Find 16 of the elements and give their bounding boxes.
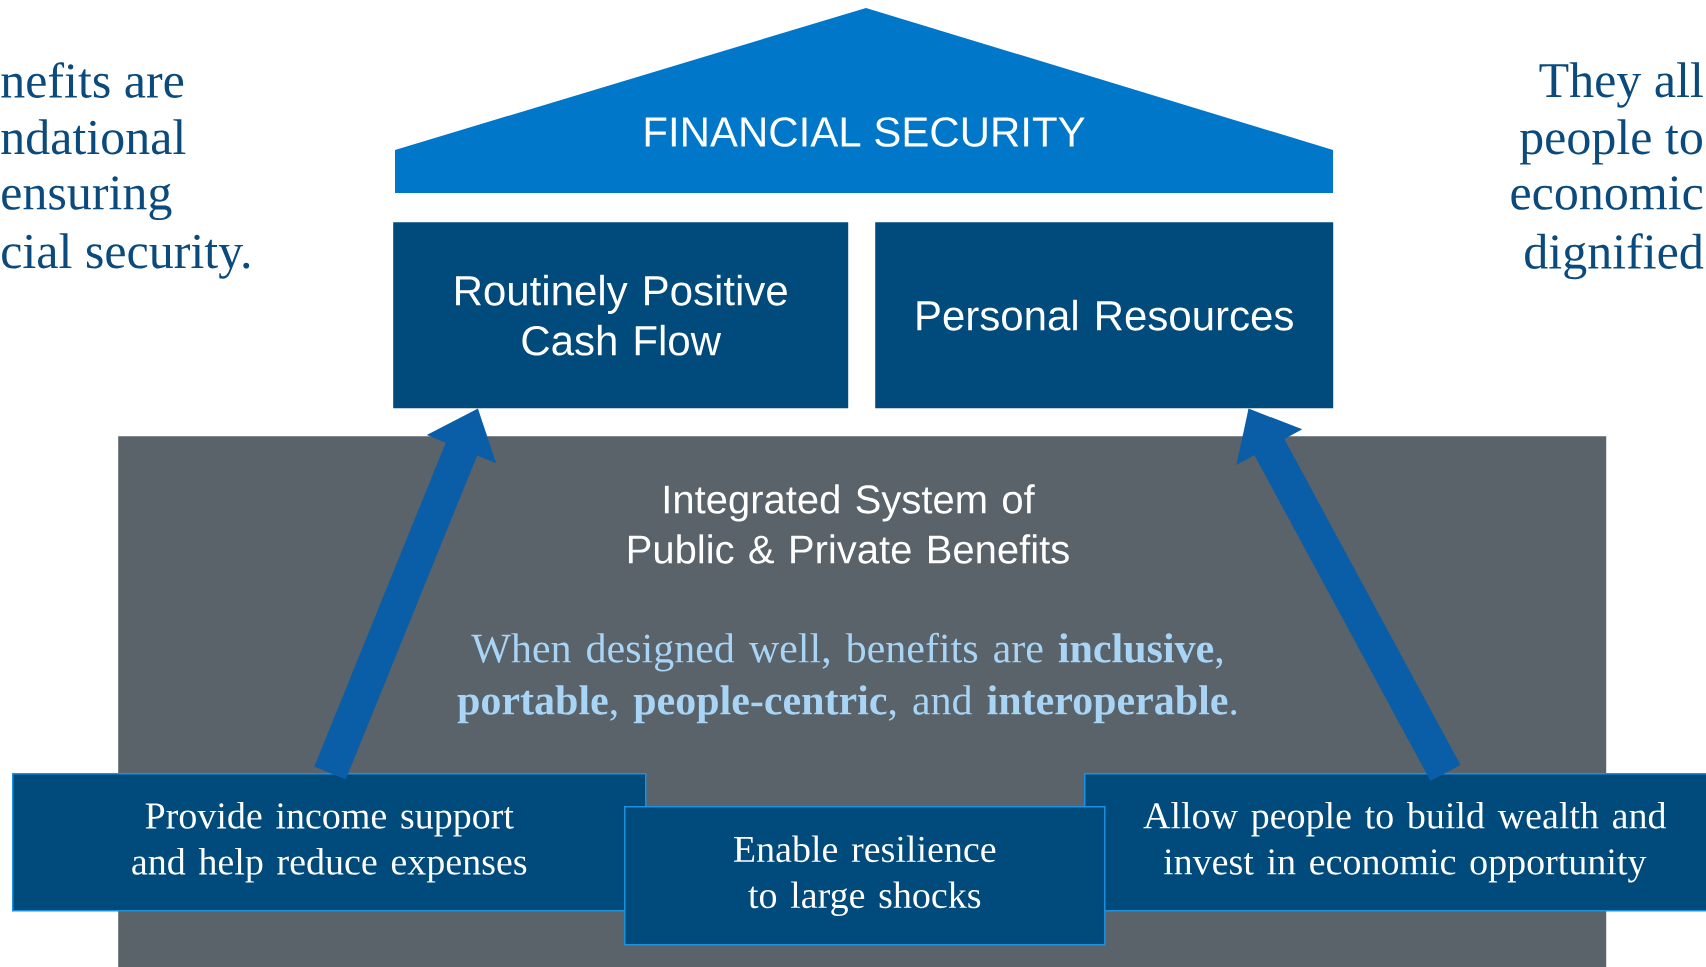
side-text: cial security. <box>2 233 250 279</box>
side-text: They all <box>1539 62 1703 108</box>
side-text: economic <box>1511 176 1703 210</box>
pillar-box: Routinely Positive Cash Flow <box>393 222 849 409</box>
statement-box: Provide income support and help reduce expenses <box>12 773 647 912</box>
statement-box: Allow people to build wealth and invest in economic opportunity <box>1084 773 1706 912</box>
node-label: Allow people to build wealth and invest in economic opportunity <box>1143 801 1667 883</box>
side-text: people to <box>1519 119 1702 165</box>
side-text: nefits are <box>1 62 184 98</box>
side-text: ndational <box>1 119 186 155</box>
side-text: ensuring <box>2 176 172 221</box>
panel-heading: Integrated System of Public & Private Benefits <box>628 484 1069 564</box>
panel-sentence: When designed well, benefits are inclusive, portable, people-centric, and interoperable. <box>457 632 1237 724</box>
side-text: dignified <box>1525 233 1704 280</box>
statement-box: Enable resilience to large shocks <box>624 806 1106 946</box>
pillar-box: Personal Resources <box>875 222 1334 409</box>
